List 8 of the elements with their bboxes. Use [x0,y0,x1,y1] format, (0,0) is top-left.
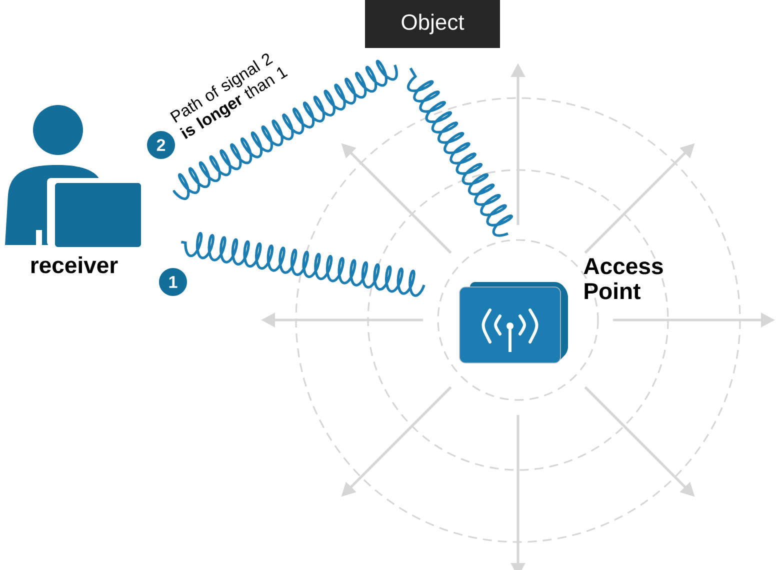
callout-number: 2 [147,131,175,159]
object-box: Object [365,0,500,48]
person-drawing [5,105,143,250]
signal-wave [407,68,513,237]
node-label: receiver [31,256,118,274]
callout-number: 1 [159,268,187,296]
node-label: Access Point [584,258,663,300]
access-point-drawing [459,282,568,364]
